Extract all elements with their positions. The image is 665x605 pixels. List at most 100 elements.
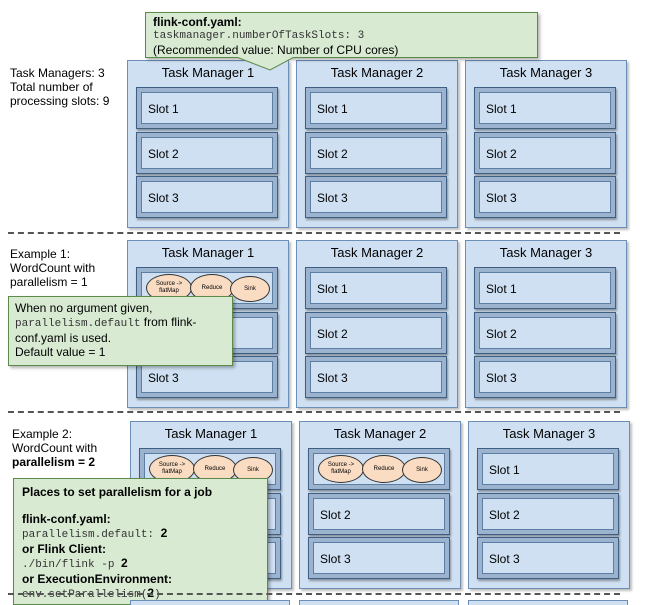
note2-spacer bbox=[22, 499, 259, 512]
config-callout: flink-conf.yaml: taskmanager.numberOfTas… bbox=[145, 12, 538, 58]
slot: Slot 3 bbox=[477, 537, 619, 579]
slot: Slot 1 bbox=[474, 267, 616, 309]
task-manager-title: Task Manager 2 bbox=[333, 426, 427, 441]
slot: Slot 3 bbox=[308, 537, 450, 579]
note1-line2: parallelism.default from flink- bbox=[15, 315, 226, 331]
config-callout-code: taskmanager.numberOfTaskSlots: 3 bbox=[153, 30, 365, 42]
slot: Slot 1 bbox=[477, 448, 619, 490]
note1-line1: When no argument given, bbox=[15, 301, 153, 315]
operator-label: Source -> flatMap bbox=[327, 462, 355, 475]
slot: Slot 1 bbox=[474, 87, 616, 129]
operator-sink: Sink bbox=[230, 276, 270, 302]
slot-label: Slot 2 bbox=[482, 498, 614, 530]
section1-label-line1: Example 1: bbox=[10, 247, 71, 261]
note2-code2: ./bin/flink -p bbox=[22, 559, 122, 571]
operator-label: Reduce bbox=[204, 465, 226, 472]
operator-label: Sink bbox=[416, 466, 428, 473]
section1-label-line2: WordCount with bbox=[10, 261, 96, 275]
slot: Slot 2 bbox=[474, 132, 616, 174]
slot: Slot 3 bbox=[305, 356, 447, 398]
note2-code3-post: ) bbox=[154, 589, 161, 601]
operator-label: Reduce bbox=[373, 465, 395, 472]
s0-task-manager-2: Task Manager 2 Slot 1 Slot 2 Slot 3 bbox=[296, 60, 458, 228]
note2-heading-env: or ExecutionEnvironment: bbox=[22, 572, 173, 586]
slot: Slot 2 bbox=[305, 312, 447, 354]
operator-label: Source -> flatMap bbox=[155, 281, 183, 294]
slot: Slot 2 bbox=[136, 132, 278, 174]
next-task-manager-edge bbox=[130, 600, 290, 605]
slot: Slot 1 bbox=[305, 267, 447, 309]
section2-label-line1: Example 2: bbox=[12, 427, 73, 441]
s2-task-manager-2: Task Manager 2 Slot 2 Slot 3 Source -> f… bbox=[299, 421, 461, 589]
slot-label: Slot 1 bbox=[310, 272, 442, 304]
operator-label: Sink bbox=[244, 285, 256, 292]
callout-pointer bbox=[233, 56, 297, 71]
task-manager-title: Task Manager 1 bbox=[164, 426, 258, 441]
slot: Slot 3 bbox=[136, 176, 278, 218]
s0-task-manager-1: Task Manager 1 Slot 1 Slot 2 Slot 3 bbox=[127, 60, 289, 228]
slot-label: Slot 3 bbox=[482, 542, 614, 574]
note2-code2-value: 2 bbox=[121, 556, 128, 570]
slot: Slot 2 bbox=[305, 132, 447, 174]
slot-label: Slot 1 bbox=[482, 453, 614, 485]
slot: Slot 1 bbox=[136, 87, 278, 129]
note-default-parallelism: When no argument given, parallelism.defa… bbox=[8, 296, 233, 366]
slot-label: Slot 2 bbox=[310, 317, 442, 349]
note2-code3-pre: env.setParallelism( bbox=[22, 589, 148, 601]
separator bbox=[8, 232, 620, 234]
operator-label: Source -> flatMap bbox=[158, 462, 186, 475]
note1-line2-rest: from flink- bbox=[140, 315, 197, 329]
slot: Slot 3 bbox=[474, 176, 616, 218]
slot: Slot 3 bbox=[474, 356, 616, 398]
s1-task-manager-3: Task Manager 3 Slot 1 Slot 2 Slot 3 bbox=[465, 240, 627, 408]
task-manager-title: Task Manager 3 bbox=[502, 426, 596, 441]
slot-label: Slot 2 bbox=[313, 498, 445, 530]
slot-label: Slot 3 bbox=[310, 361, 442, 393]
slot-label: Slot 1 bbox=[479, 92, 611, 124]
slot: Slot 2 bbox=[477, 493, 619, 535]
operator-label: Reduce bbox=[201, 284, 223, 291]
slot: Slot 2 bbox=[308, 493, 450, 535]
note1-line3: conf.yaml is used. bbox=[15, 331, 112, 345]
next-task-manager-edge bbox=[299, 600, 459, 605]
slot-label: Slot 2 bbox=[479, 137, 611, 169]
note2-code1: parallelism.default: bbox=[22, 529, 161, 541]
slot-label: Slot 3 bbox=[141, 361, 273, 393]
section0-label-line2: Total number of bbox=[10, 80, 93, 94]
slot: Slot 1 bbox=[305, 87, 447, 129]
separator bbox=[8, 411, 620, 413]
slot-label: Slot 3 bbox=[313, 542, 445, 574]
slot-label: Slot 1 bbox=[141, 92, 273, 124]
note1-line4: Default value = 1 bbox=[15, 345, 106, 359]
section0-label-line3: processing slots: 9 bbox=[10, 94, 110, 108]
s1-task-manager-2: Task Manager 2 Slot 1 Slot 2 Slot 3 bbox=[296, 240, 458, 408]
slot-label: Slot 1 bbox=[310, 92, 442, 124]
slot-label: Slot 3 bbox=[479, 361, 611, 393]
section2-label-line3: parallelism = 2 bbox=[12, 455, 96, 469]
note2-code1-line: parallelism.default: 2 bbox=[22, 526, 259, 542]
section2-label-line2: WordCount with bbox=[12, 441, 98, 455]
note2-heading-conf: flink-conf.yaml: bbox=[22, 512, 111, 526]
task-manager-title: Task Manager 1 bbox=[161, 245, 255, 260]
slot-label: Slot 1 bbox=[479, 272, 611, 304]
section0-label-line1: Task Managers: 3 bbox=[10, 66, 105, 80]
task-manager-title: Task Manager 3 bbox=[499, 65, 593, 80]
config-callout-title: flink-conf.yaml: bbox=[153, 15, 242, 29]
slot-label: Slot 2 bbox=[310, 137, 442, 169]
s2-task-manager-3: Task Manager 3 Slot 1 Slot 2 Slot 3 bbox=[468, 421, 630, 589]
note-parallelism-places: Places to set parallelism for a job flin… bbox=[13, 478, 268, 605]
operator-label: Sink bbox=[247, 466, 259, 473]
slot-label: Slot 3 bbox=[310, 181, 442, 213]
slot-label: Slot 3 bbox=[479, 181, 611, 213]
task-manager-title: Task Manager 2 bbox=[330, 245, 424, 260]
note2-heading-client: or Flink Client: bbox=[22, 542, 106, 556]
section0-label: Task Managers: 3 Total number of process… bbox=[10, 66, 109, 108]
note1-code: parallelism.default bbox=[15, 318, 141, 330]
task-manager-title: Task Manager 2 bbox=[330, 65, 424, 80]
section1-label: Example 1: WordCount with parallelism = … bbox=[10, 247, 95, 289]
task-manager-title: Task Manager 3 bbox=[499, 245, 593, 260]
slot-label: Slot 2 bbox=[479, 317, 611, 349]
note2-code1-value: 2 bbox=[160, 526, 168, 540]
note2-code2-line: ./bin/flink -p 2 bbox=[22, 556, 259, 572]
task-manager-title: Task Manager 1 bbox=[161, 65, 255, 80]
